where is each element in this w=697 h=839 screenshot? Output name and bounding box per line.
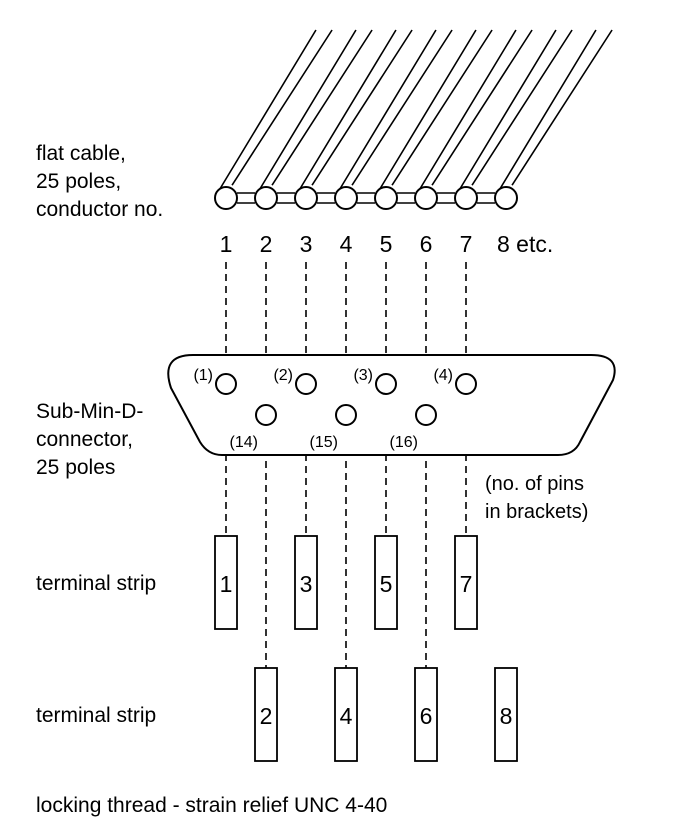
conductor-5 xyxy=(374,186,398,210)
flat-cable-label-line-3: conductor no. xyxy=(36,198,164,221)
terminal-bottom-2 xyxy=(254,667,278,762)
terminal-top-3 xyxy=(294,535,318,630)
pin-top-1 xyxy=(215,373,237,395)
flat-cable xyxy=(214,29,613,210)
pin-top-2 xyxy=(295,373,317,395)
conductor-8 xyxy=(494,186,518,210)
pin-bottom-14 xyxy=(255,404,277,426)
pin-label-top: (1) xyxy=(193,367,213,384)
conductor-4 xyxy=(334,186,358,210)
pin-label-bottom: (15) xyxy=(310,434,338,451)
terminal-strips xyxy=(214,535,518,762)
connector-label-line-1: Sub-Min-D- xyxy=(36,400,144,423)
flat-cable-label-line-2: 25 poles, xyxy=(36,170,122,193)
pin-label-bottom: (16) xyxy=(390,434,418,451)
flat-cable-label: flat cable, 25 poles, conductor no. xyxy=(36,140,163,224)
conductor-line-left xyxy=(499,29,597,190)
pin-label-bottom: (14) xyxy=(230,434,258,451)
terminal-bottom-6 xyxy=(414,667,438,762)
terminal-bottom-8 xyxy=(494,667,518,762)
terminal-bottom-4 xyxy=(334,667,358,762)
conductor-3 xyxy=(294,186,318,210)
conductor-line-right xyxy=(231,29,333,186)
conductor-line-left xyxy=(219,29,317,190)
pin-bottom-15 xyxy=(335,404,357,426)
pin-label-top: (2) xyxy=(273,367,293,384)
connector-label-line-3: 25 poles xyxy=(36,456,116,479)
conductor-line-left xyxy=(339,29,437,190)
conductor-number-4: 4 xyxy=(340,231,353,257)
terminal-number-top: 7 xyxy=(460,571,473,597)
conductor-number-7: 7 xyxy=(460,231,473,257)
pin-top-3 xyxy=(375,373,397,395)
conductor-number-2: 2 xyxy=(260,231,273,257)
pin-label-top: (3) xyxy=(353,367,373,384)
conductor-6 xyxy=(414,186,438,210)
footer-label: locking thread - strain relief UNC 4-40 xyxy=(36,794,388,817)
terminal-top-5 xyxy=(374,535,398,630)
conductor-line-right xyxy=(471,29,573,186)
connector-label: Sub-Min-D- connector, 25 poles xyxy=(36,398,143,482)
conductor-line-left xyxy=(259,29,357,190)
connector-shell xyxy=(167,354,616,456)
conductor-line-right xyxy=(271,29,373,186)
conductor-line-left xyxy=(379,29,477,190)
conductor-line-left xyxy=(459,29,557,190)
pin-label-top: (4) xyxy=(433,367,453,384)
dashed-wires xyxy=(225,262,467,668)
terminal-top-7 xyxy=(454,535,478,630)
terminal-strip-top-label: terminal strip xyxy=(36,572,157,595)
terminal-number-bottom: 6 xyxy=(420,703,433,729)
conductor-line-right xyxy=(511,29,613,186)
conductor-line-right xyxy=(311,29,413,186)
terminal-number-top: 3 xyxy=(300,571,313,597)
conductor-number-5: 5 xyxy=(380,231,393,257)
conductor-line-right xyxy=(391,29,493,186)
connector-pins xyxy=(215,373,477,426)
conductor-number-3: 3 xyxy=(300,231,313,257)
conductor-line-right xyxy=(431,29,533,186)
pin-note-line-2: in brackets) xyxy=(485,501,589,523)
terminal-number-bottom: 2 xyxy=(260,703,273,729)
conductor-line-left xyxy=(419,29,517,190)
terminal-number-top: 1 xyxy=(220,571,233,597)
pin-bottom-16 xyxy=(415,404,437,426)
conductor-number-1: 1 xyxy=(220,231,233,257)
terminal-number-bottom: 4 xyxy=(340,703,353,729)
connector-label-line-2: connector, xyxy=(36,428,133,451)
conductor-2 xyxy=(254,186,278,210)
pin-note-line-1: (no. of pins xyxy=(485,473,584,495)
flat-cable-label-line-1: flat cable, xyxy=(36,142,126,165)
pin-note: (no. of pins in brackets) xyxy=(485,470,588,526)
terminal-strip-bottom-label: terminal strip xyxy=(36,704,157,727)
conductor-line-right xyxy=(351,29,453,186)
terminal-top-1 xyxy=(214,535,238,630)
diagram-text: 1 2 3 4 5 6 7 8 etc. (1) (2) (3) (4) (14) (15) (16) 1 3 5… xyxy=(193,231,553,729)
pin-top-4 xyxy=(455,373,477,395)
conductor-line-left xyxy=(299,29,397,190)
conductor-7 xyxy=(454,186,478,210)
terminal-number-bottom: 8 xyxy=(500,703,513,729)
sub-min-d-connector xyxy=(167,354,616,456)
conductor-number-6: 6 xyxy=(420,231,433,257)
conductor-number-last: 8 etc. xyxy=(497,231,553,257)
conductor-1 xyxy=(214,186,238,210)
terminal-number-top: 5 xyxy=(380,571,393,597)
